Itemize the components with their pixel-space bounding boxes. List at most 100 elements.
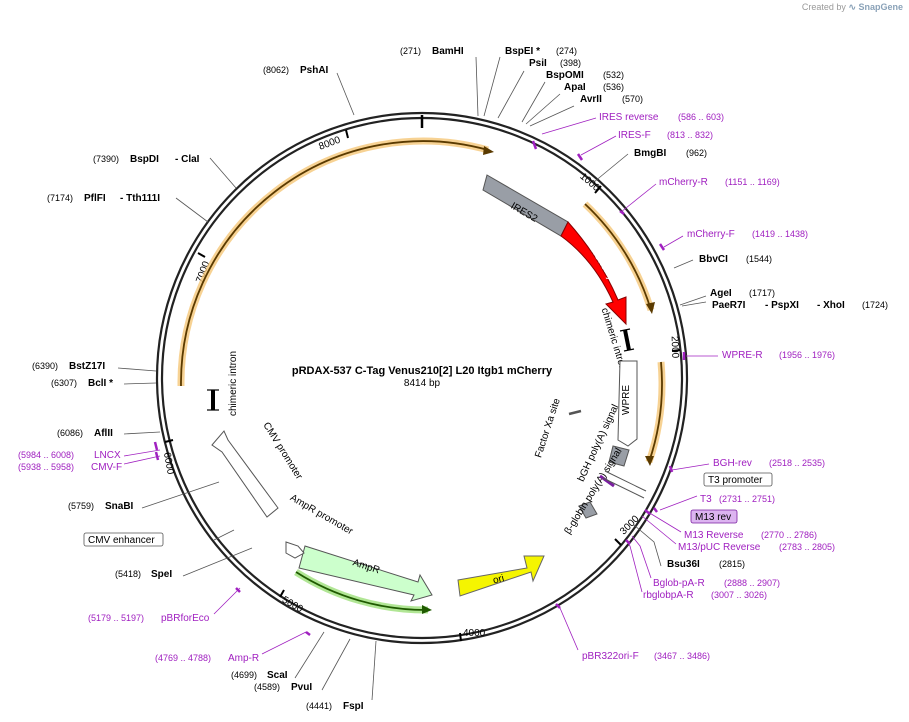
- primer-wpre-r: WPRE-R: [722, 350, 763, 361]
- enzyme-agei-pos: (1717): [749, 288, 775, 298]
- primer-t3-pos: (2731 .. 2751): [719, 494, 775, 504]
- orf-arc-ampr: [294, 569, 432, 614]
- enzyme-pshai-pos: (8062): [263, 65, 289, 75]
- primer-wpre-r-pos: (1956 .. 1976): [779, 350, 835, 360]
- watermark: Created by ∿ SnapGene: [802, 2, 903, 13]
- enzyme-scai: ScaI: [267, 670, 288, 681]
- enzyme-agei: AgeI: [710, 288, 732, 299]
- feature-ori: ori: [457, 555, 545, 597]
- enzyme-snabi-pos: (5759): [68, 501, 94, 511]
- enzyme-pshai: PshAI: [300, 65, 329, 76]
- primer-lncx-pos: (5984 .. 6008): [18, 450, 74, 460]
- enzyme-pvui-pos: (4589): [254, 682, 280, 692]
- enzyme-tth111i: - Tth111I: [120, 193, 160, 204]
- primer-m13-puc: M13/pUC Reverse: [678, 542, 761, 553]
- primer-mcherry-f-pos: (1419 .. 1438): [752, 229, 808, 239]
- enzyme-xhoi: - XhoI: [817, 300, 845, 311]
- tick-label-5000: 5000: [280, 595, 305, 616]
- tick-3000: [614, 538, 622, 546]
- enzyme-bsu36i-pos: (2815): [719, 559, 745, 569]
- enzyme-paer7i: PaeR7I: [712, 300, 746, 311]
- primer-markers: [153, 140, 686, 636]
- primer-pbr322ori-f: pBR322ori-F: [582, 651, 639, 662]
- primer-t3: T3: [700, 494, 712, 505]
- primer-amp-r: Amp-R: [228, 653, 259, 664]
- tick-marks: [164, 129, 681, 642]
- enzyme-bspei-pos: (274): [556, 46, 577, 56]
- enzyme-aflii-pos: (6086): [57, 428, 83, 438]
- feature-ires2: IRES2: [482, 174, 569, 237]
- orf-arrowhead: [646, 302, 655, 314]
- feature-ampr-promoter: AmpR promoter: [285, 492, 355, 559]
- primer-cmv-enhancer-box: [83, 532, 164, 547]
- enzyme-pspxi: - PspXI: [765, 300, 799, 311]
- primer-cmv-f: CMV-F: [91, 462, 122, 473]
- enzyme-spei-pos: (5418): [115, 569, 141, 579]
- enzyme-apai-pos: (536): [603, 82, 624, 92]
- enzyme-bmgbi-pos: (962): [686, 148, 707, 158]
- primer-amp-r-pos: (4769 .. 4788): [155, 653, 211, 663]
- created-by-text: Created by: [801, 2, 846, 12]
- enzyme-aflii: AflII: [94, 428, 113, 439]
- enzyme-bamhi: BamHI: [432, 46, 464, 57]
- enzyme-avrii: AvrII: [580, 94, 602, 105]
- snapgene-logo: ∿ SnapGene: [848, 2, 903, 12]
- enzyme-bspdi: BspDI: [130, 154, 159, 165]
- enzyme-bstz17i-pos: (6390): [32, 361, 58, 371]
- orf-arc-large: [177, 137, 494, 387]
- orf-arrowhead: [483, 146, 494, 155]
- primer-bgh-rev-pos: (2518 .. 2535): [769, 458, 825, 468]
- enzyme-psii-pos: (398): [560, 58, 581, 68]
- primer-mcherry-r: mCherry-R: [659, 177, 708, 188]
- primer-pbr322ori-f-pos: (3467 .. 3486): [654, 651, 710, 661]
- orf-arrowhead: [645, 456, 654, 466]
- feature-label-chimeric-intron-left: chimeric intron: [228, 351, 239, 416]
- enzyme-scai-pos: (4699): [231, 670, 257, 680]
- primer-ires-reverse-pos: (586 .. 603): [678, 112, 724, 122]
- enzyme-leader-lines: [117, 56, 707, 701]
- enzyme-spei: SpeI: [151, 569, 172, 580]
- primer-lncx: LNCX: [94, 450, 121, 461]
- primer-pbrforeco-pos: (5179 .. 5197): [88, 613, 144, 623]
- feature-t3-primer-bind: [599, 470, 647, 499]
- primer-ires-f: IRES-F: [618, 130, 651, 141]
- primer-ires-reverse: IRES reverse: [599, 112, 659, 123]
- orf-arrowhead: [422, 605, 432, 614]
- feature-wpre: WPRE: [617, 360, 638, 447]
- feature-chimeric-intron-left: chimeric intron: [207, 351, 239, 416]
- primer-bglob-pa-r: Bglob-pA-R: [653, 578, 705, 589]
- enzyme-labels: (271) BamHI BspEI * (274) PsiI (398) Bsp…: [32, 46, 888, 712]
- enzyme-fspi: FspI: [343, 701, 364, 712]
- enzyme-fspi-pos: (4441): [306, 701, 332, 711]
- feature-ampr: AmpR: [298, 545, 433, 602]
- enzyme-bcli-pos: (6307): [51, 378, 77, 388]
- feature-label-cmv-promoter: CMV promoter: [260, 421, 304, 483]
- enzyme-pflfi: PflFI: [84, 193, 106, 204]
- enzyme-psii: PsiI: [529, 58, 547, 69]
- tick-2000: [671, 349, 681, 352]
- enzyme-bspei: BspEI *: [505, 46, 540, 57]
- primer-labels: IRES reverse (586 .. 603) IRES-F (813 ..…: [18, 112, 835, 664]
- primer-mcherry-f: mCherry-F: [687, 229, 735, 240]
- enzyme-bspomi: BspOMI: [546, 70, 584, 81]
- enzyme-bcli: BclI *: [88, 378, 113, 389]
- enzyme-paer7i-pos: (1724): [862, 300, 888, 310]
- enzyme-snabi: SnaBI: [105, 501, 134, 512]
- tick-label-4000: 4000: [463, 628, 486, 639]
- primer-rbglob-pa-r-pos: (3007 .. 3026): [711, 590, 767, 600]
- tick-7000: [197, 252, 206, 258]
- orf-arc-mcherry: [582, 201, 655, 314]
- primer-t3-promoter-box: [703, 472, 773, 487]
- enzyme-pvui: PvuI: [291, 682, 312, 693]
- feature-label-factor-xa: Factor Xa site: [533, 397, 563, 459]
- primer-cmv-enhancer: CMV enhancer: [88, 535, 155, 546]
- enzyme-bmgbi: BmgBI: [634, 148, 666, 159]
- primer-m13-reverse-pos: (2770 .. 2786): [761, 530, 817, 540]
- enzyme-avrii-pos: (570): [622, 94, 643, 104]
- tick-label-2000: 2000: [669, 336, 681, 359]
- plasmid-size: 8414 bp: [404, 378, 441, 389]
- enzyme-pflfi-pos: (7174): [47, 193, 73, 203]
- tick-5000: [279, 589, 285, 598]
- feature-label-ampr-promoter: AmpR promoter: [288, 492, 355, 537]
